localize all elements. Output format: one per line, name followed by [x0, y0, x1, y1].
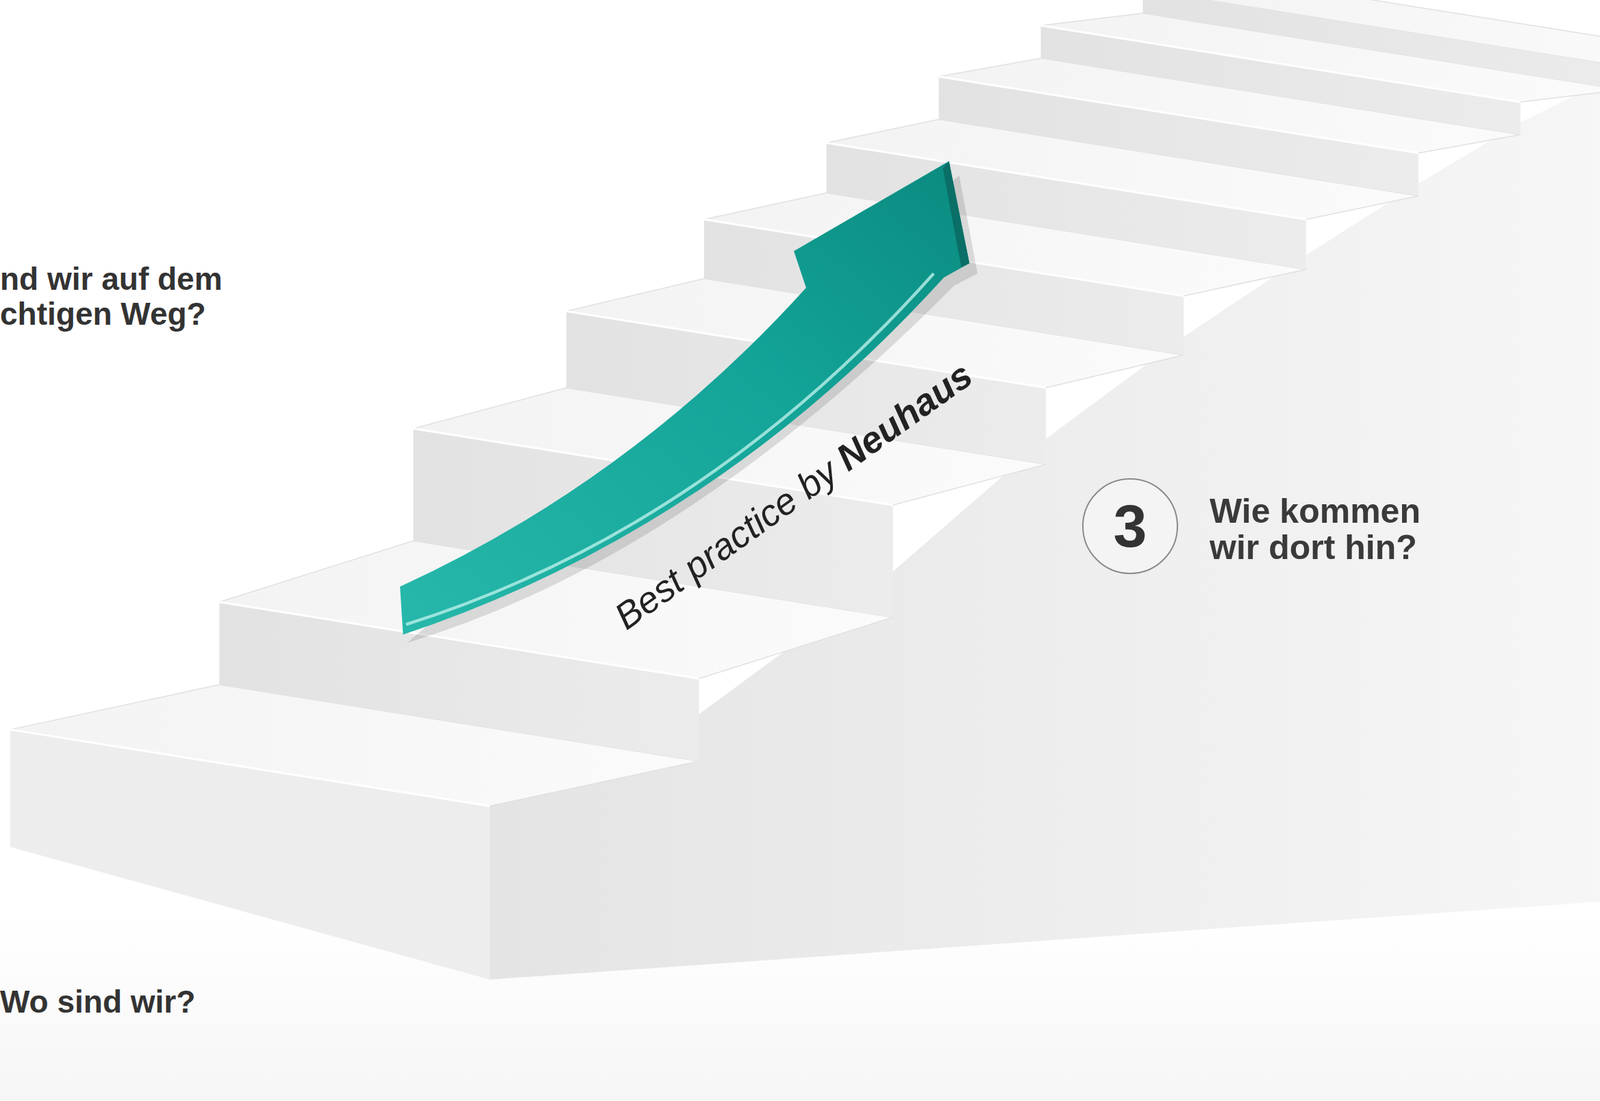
stair-risers — [219, 0, 1600, 761]
callout-number: 3 — [1082, 478, 1179, 574]
step-node: 3 Wie kommen wir dort hin? — [1082, 478, 1466, 581]
stair-treads — [10, 0, 1600, 807]
stair-nose-lines — [10, 25, 1521, 806]
step-heading: Wie kommen wir dort hin? — [1209, 493, 1436, 566]
step-question: Wo sind wir? — [0, 984, 343, 1020]
arrow-head-edge — [943, 160, 970, 268]
step-question: nd wir auf dem chtigen Weg? — [0, 261, 295, 331]
